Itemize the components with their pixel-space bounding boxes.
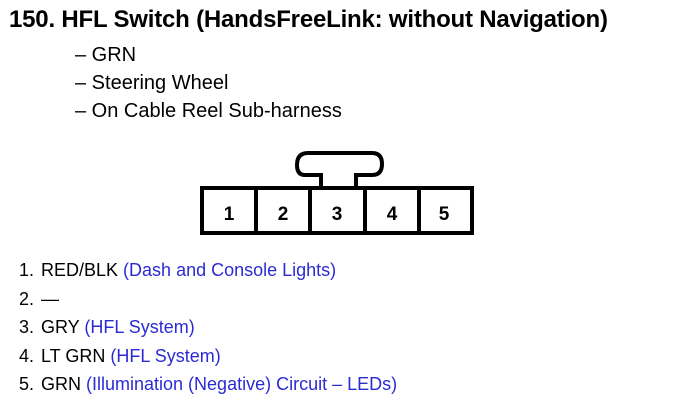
detail-color: – GRN <box>75 44 137 66</box>
pin-item: 1.RED/BLK (Dash and Console Lights) <box>19 260 337 280</box>
wire-color: RED/BLK <box>41 260 119 280</box>
circuit-description: (Illumination (Negative) Circuit – LEDs) <box>86 374 398 394</box>
wire-color: — <box>41 288 59 309</box>
pin-label-5: 5 <box>439 204 450 225</box>
pin-label-3: 3 <box>332 204 343 225</box>
circuit-description: (HFL System) <box>84 317 195 337</box>
pin-item: 5.GRN (Illumination (Negative) Circuit –… <box>19 374 398 394</box>
pin-label-1: 1 <box>224 204 235 225</box>
connector-body <box>200 186 474 235</box>
pin-label-4: 4 <box>387 204 398 225</box>
pin-item: 3.GRY (HFL System) <box>19 317 195 337</box>
pin-label-2: 2 <box>278 204 289 225</box>
circuit-description: (Dash and Console Lights) <box>123 260 337 280</box>
wire-color: LT GRN <box>41 345 106 366</box>
page-title: 150. HFL Switch (HandsFreeLink: without … <box>9 6 608 33</box>
detail-harness: – On Cable Reel Sub-harness <box>75 100 342 122</box>
pin-list: 1.RED/BLK (Dash and Console Lights) 2.— … <box>19 259 397 402</box>
pin-item: 4.LT GRN (HFL System) <box>19 345 221 366</box>
connector-lock-tab <box>294 151 385 187</box>
wire-color: GRN <box>41 374 81 394</box>
wire-color: GRY <box>41 317 80 337</box>
pin-item: 2.— <box>19 288 59 309</box>
detail-location: – Steering Wheel <box>75 72 229 94</box>
circuit-description: (HFL System) <box>110 345 221 366</box>
